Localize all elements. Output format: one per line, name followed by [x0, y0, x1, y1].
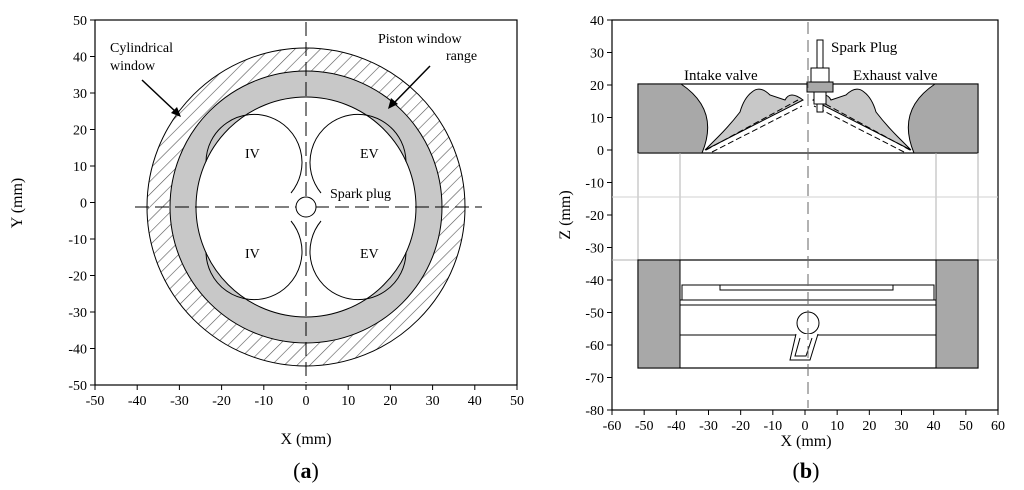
arrow-cylindrical-window	[141, 79, 178, 114]
b-y-tick-label: 20	[590, 79, 604, 94]
b-x-tick-label: 30	[895, 419, 909, 434]
b-y-tick-label: 0	[597, 144, 604, 159]
b-x-tick-label: 20	[862, 419, 876, 434]
b-x-tick-label: -30	[699, 419, 718, 434]
ticks-a: -50 -40 -30 -20 -10 0 10 20 30 40 50 50 40 30 20 10 0 -10…	[68, 14, 524, 409]
label-iv-bottom: IV	[245, 247, 260, 262]
spark-plug-thread	[813, 91, 827, 105]
a-x-tick-label: -30	[170, 394, 189, 409]
label-spark-plug-a: Spark plug	[330, 187, 391, 202]
a-y-tick-label: 40	[73, 51, 87, 66]
label-intake-valve: Intake valve	[684, 68, 758, 84]
a-y-tick-label: 0	[80, 197, 87, 212]
label-exhaust-valve: Exhaust valve	[853, 68, 938, 84]
b-x-tick-label: 50	[959, 419, 973, 434]
panel-b: Intake valve Exhaust valve Spark Plug -6…	[557, 14, 1005, 483]
intake-valve-stem-2	[711, 105, 803, 153]
b-y-tick-label: 30	[590, 47, 604, 62]
x-axis-label-b: X (mm)	[780, 433, 831, 450]
a-x-tick-label: 40	[468, 394, 482, 409]
intake-valve-shape	[704, 88, 804, 151]
caption-a: (a)	[293, 458, 319, 483]
a-x-tick-label: 10	[341, 394, 355, 409]
chamber-side-view	[612, 22, 998, 408]
label-cylindrical-window-1: Cylindrical	[110, 41, 173, 56]
a-y-tick-label: -20	[68, 270, 87, 285]
a-x-tick-label: 0	[303, 394, 310, 409]
caption-b: (b)	[793, 458, 820, 483]
a-y-tick-label: 10	[73, 160, 87, 175]
b-x-tick-label: -20	[731, 419, 750, 434]
piston-crown-inner	[719, 284, 894, 291]
connecting-rod-inner	[794, 337, 813, 357]
spark-plug-body	[810, 67, 830, 83]
a-x-tick-label: -50	[86, 394, 105, 409]
arrowhead-cylindrical-window	[171, 107, 181, 117]
a-y-tick-label: -10	[68, 233, 87, 248]
spark-plug-hex	[806, 81, 834, 93]
spark-plug-tip	[816, 103, 824, 113]
ticks-b: -60 -50 -40 -30 -20 -10 0 10 20 30 40 50 60 40 30 20 10 0…	[585, 14, 1005, 434]
x-axis-label-a: X (mm)	[280, 431, 331, 448]
a-y-tick-label: 30	[73, 87, 87, 102]
a-x-tick-label: 20	[383, 394, 397, 409]
spark-plug-top	[816, 39, 824, 71]
label-ev-bottom: EV	[360, 247, 379, 262]
b-y-tick-label: -70	[585, 372, 604, 387]
b-x-tick-label: -40	[667, 419, 686, 434]
a-x-tick-label: 30	[426, 394, 440, 409]
head-wall-left	[637, 83, 709, 154]
b-x-tick-label: -10	[763, 419, 782, 434]
a-y-tick-label: 50	[73, 14, 87, 29]
label-piston-window-1: Piston window	[378, 32, 463, 47]
intake-valve-bottom	[205, 220, 303, 301]
label-iv-top: IV	[245, 147, 260, 162]
b-y-tick-label: 10	[590, 112, 604, 127]
label-ev-top: EV	[360, 147, 379, 162]
b-y-tick-label: -40	[585, 274, 604, 289]
b-x-tick-label: 40	[927, 419, 941, 434]
label-spark-plug-b: Spark Plug	[831, 40, 898, 56]
b-y-tick-label: -30	[585, 242, 604, 257]
b-x-tick-label: -60	[603, 419, 622, 434]
exhaust-valve-bottom	[309, 220, 407, 301]
a-x-tick-label: -40	[128, 394, 147, 409]
a-y-tick-label: -40	[68, 343, 87, 358]
label-piston-window-2: range	[446, 49, 477, 64]
lower-wall-right	[935, 259, 979, 369]
b-y-tick-label: -50	[585, 307, 604, 322]
b-y-tick-label: -10	[585, 177, 604, 192]
arrowhead-piston-window	[388, 98, 398, 109]
a-y-tick-label: -30	[68, 306, 87, 321]
a-y-tick-label: -50	[68, 379, 87, 394]
b-y-tick-label: -80	[585, 404, 604, 419]
arrow-piston-window	[392, 65, 431, 105]
y-axis-label-a: Y (mm)	[9, 178, 26, 229]
a-x-tick-label: 50	[510, 394, 524, 409]
panel-a: IV EV IV EV Spark plug Cylindrical windo…	[9, 14, 524, 483]
intake-valve-top	[205, 113, 303, 194]
lower-wall-left	[637, 259, 681, 369]
b-x-tick-label: -50	[635, 419, 654, 434]
head-wall-right	[907, 83, 979, 154]
b-x-tick-label: 0	[802, 419, 809, 434]
exhaust-valve-stem-2	[813, 105, 905, 153]
b-y-tick-label: -60	[585, 339, 604, 354]
b-x-tick-label: 10	[830, 419, 844, 434]
b-y-tick-label: -20	[585, 209, 604, 224]
y-axis-label-b: Z (mm)	[557, 190, 574, 239]
a-x-tick-label: -10	[254, 394, 273, 409]
label-cylindrical-window-2: window	[110, 59, 156, 74]
b-y-tick-label: 40	[590, 14, 604, 29]
a-y-tick-label: 20	[73, 124, 87, 139]
exhaust-valve-top	[309, 113, 407, 194]
b-x-tick-label: 60	[991, 419, 1005, 434]
chamber-top-view	[135, 22, 482, 383]
spark-plug-circle	[295, 196, 317, 218]
a-x-tick-label: -20	[212, 394, 231, 409]
